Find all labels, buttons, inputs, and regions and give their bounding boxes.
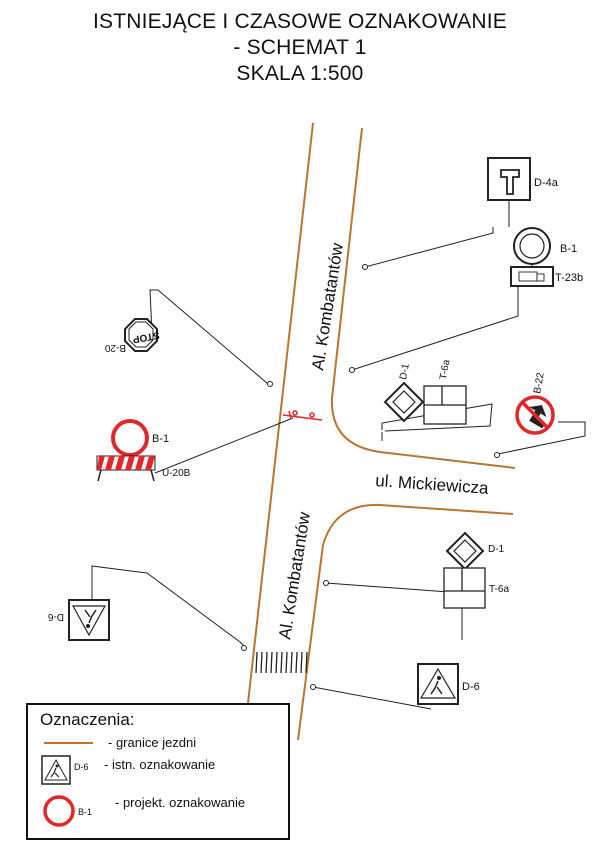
sign-d1-lower bbox=[445, 531, 485, 571]
label-t23b: T-23b bbox=[555, 272, 583, 284]
post-d6-left bbox=[241, 645, 247, 651]
legend-item-3: - projekt. oznakowanie bbox=[115, 795, 245, 810]
legend-d6-icon bbox=[41, 755, 71, 785]
label-d4a: D-4a bbox=[534, 177, 559, 189]
label-d6-left: D-6 bbox=[47, 611, 64, 622]
main-road-right-upper-curb bbox=[330, 127, 516, 469]
stop-text: STOP bbox=[132, 329, 161, 345]
label-d1-lower: D-1 bbox=[488, 544, 505, 555]
post-b20 bbox=[267, 381, 273, 387]
main-road-left-curb bbox=[247, 122, 314, 704]
leader-d6-right bbox=[312, 686, 432, 710]
legend-item-1: - granice jezdni bbox=[108, 735, 196, 750]
sign-d4a bbox=[487, 157, 531, 227]
leader-d1-t6a-lower bbox=[325, 582, 463, 640]
road-boundaries bbox=[247, 122, 516, 741]
label-t6a-upper: T-6a bbox=[438, 358, 452, 380]
sign-d6-left bbox=[68, 599, 110, 641]
post-d1-lower bbox=[323, 580, 329, 586]
leader-d4a bbox=[364, 227, 494, 268]
legend-item-2-code: D-6 bbox=[74, 762, 89, 772]
leader-b1-t23b bbox=[351, 286, 519, 371]
leader-d1-t6a-upper bbox=[381, 403, 493, 432]
project-barrier-marker bbox=[282, 410, 323, 421]
label-d1-upper: D-1 bbox=[398, 362, 412, 380]
street-label-cross: ul. Mickiewicza bbox=[375, 471, 490, 498]
sign-t23b bbox=[510, 266, 554, 287]
sign-b22 bbox=[515, 395, 555, 435]
legend-item-2: - istn. oznakowanie bbox=[104, 757, 215, 772]
leader-u20b bbox=[154, 417, 294, 474]
label-b20: B-20 bbox=[104, 342, 126, 353]
sign-d1-upper bbox=[383, 381, 425, 423]
label-t6a-lower: T-6a bbox=[489, 584, 509, 595]
label-d6-right: D-6 bbox=[462, 681, 480, 693]
street-label-main-lower: Al. Kombatantów bbox=[275, 510, 314, 641]
leader-b22 bbox=[497, 421, 586, 455]
sign-t6a-lower bbox=[443, 567, 486, 609]
legend-b1-icon bbox=[43, 795, 75, 827]
sign-b20 bbox=[124, 318, 158, 352]
sign-d6-right bbox=[417, 663, 459, 705]
post-d6-right bbox=[310, 684, 316, 690]
post-b22 bbox=[494, 452, 500, 458]
title-line-2: - SCHEMAT 1 bbox=[233, 36, 367, 59]
label-b1-right: B-1 bbox=[560, 243, 577, 255]
sign-posts bbox=[241, 264, 500, 690]
legend-item-3-code: B-1 bbox=[78, 807, 92, 817]
sign-b1-project bbox=[111, 419, 149, 457]
post-d4a bbox=[362, 264, 368, 270]
label-u20b: U-20B bbox=[162, 468, 191, 479]
title-line-1: ISTNIEJĄCE I CZASOWE OZNAKOWANIE bbox=[93, 10, 507, 33]
sign-t6a-upper bbox=[423, 385, 467, 425]
barrier-u20b bbox=[96, 455, 156, 482]
main-road-right-lower-curb bbox=[297, 503, 514, 741]
pedestrian-crossing bbox=[255, 651, 308, 674]
legend-title: Oznaczenia: bbox=[40, 710, 135, 729]
leader-d6-left bbox=[91, 565, 247, 649]
label-b22: B-22 bbox=[532, 371, 547, 394]
sign-b1-right bbox=[513, 227, 551, 267]
title-line-3: SKALA 1:500 bbox=[236, 62, 364, 85]
leader-b20 bbox=[149, 289, 269, 385]
post-b1-t23b bbox=[349, 367, 355, 373]
label-b1-project: B-1 bbox=[152, 433, 169, 445]
